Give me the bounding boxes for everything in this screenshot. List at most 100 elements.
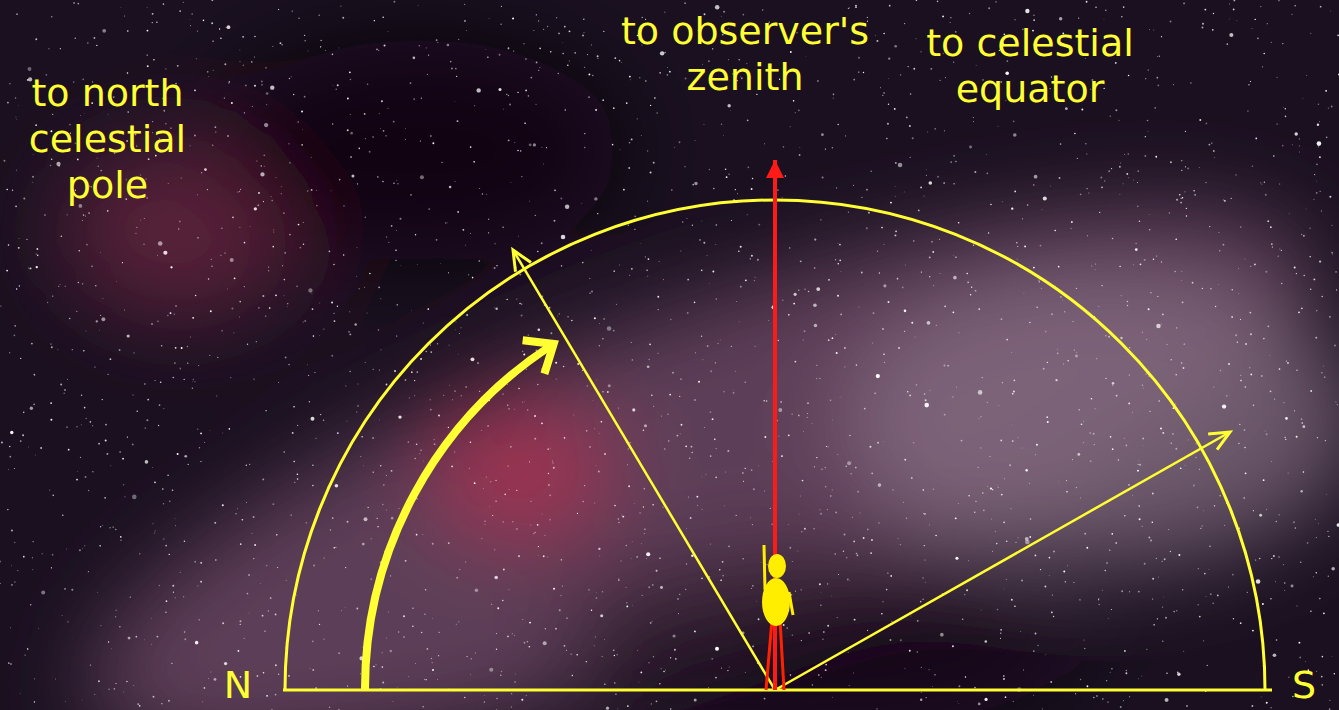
star (526, 695, 527, 696)
star (510, 181, 512, 183)
star (586, 430, 588, 432)
star (320, 40, 321, 41)
star (588, 73, 590, 75)
star (689, 457, 691, 459)
star (1016, 242, 1018, 244)
star (289, 234, 291, 236)
star (782, 300, 783, 301)
star (492, 515, 493, 516)
star (534, 438, 536, 440)
star (238, 650, 240, 652)
star (168, 700, 170, 702)
star (460, 327, 461, 328)
star (827, 625, 829, 627)
star (811, 423, 813, 425)
star (1034, 175, 1038, 179)
star (172, 585, 174, 587)
star (1182, 301, 1184, 303)
star (807, 413, 809, 415)
star (1110, 116, 1111, 117)
star (486, 194, 487, 195)
star (482, 487, 484, 489)
star (684, 166, 685, 167)
star (1030, 518, 1032, 520)
star (512, 521, 513, 522)
star (1086, 1, 1088, 3)
star (715, 476, 717, 478)
star (197, 194, 198, 195)
star (1298, 311, 1300, 313)
star (712, 271, 714, 273)
star (969, 13, 970, 14)
star (11, 530, 13, 532)
star (677, 435, 679, 437)
star (701, 269, 703, 271)
star (998, 405, 999, 406)
star (263, 154, 265, 156)
star (486, 476, 487, 477)
star (88, 212, 90, 214)
star (1335, 401, 1336, 402)
star (391, 517, 394, 520)
star (135, 636, 137, 638)
star (1213, 386, 1215, 388)
star (494, 307, 495, 308)
star (1035, 555, 1037, 557)
star (488, 506, 490, 508)
star (878, 522, 879, 523)
star (457, 353, 459, 355)
star (204, 168, 207, 171)
star (1271, 42, 1272, 43)
star (1128, 402, 1130, 404)
star (348, 331, 350, 333)
star (529, 200, 531, 202)
star (1263, 338, 1265, 340)
star (1261, 375, 1262, 376)
star (849, 435, 850, 436)
star (1074, 350, 1075, 351)
star (518, 388, 519, 389)
star (1294, 267, 1296, 269)
star (1025, 9, 1029, 13)
star (271, 709, 273, 710)
star (124, 15, 126, 17)
star (584, 133, 585, 134)
star (747, 119, 749, 121)
star (1029, 482, 1031, 484)
star (297, 425, 298, 426)
star (615, 694, 616, 695)
star (898, 347, 900, 349)
star (239, 49, 241, 51)
star (641, 543, 643, 545)
star (88, 571, 89, 572)
star (848, 211, 849, 212)
star (1284, 590, 1285, 591)
star (192, 317, 194, 319)
star (285, 580, 287, 582)
star (414, 458, 416, 460)
star (857, 491, 859, 493)
star (720, 579, 722, 581)
star (1001, 318, 1003, 320)
star (1212, 602, 1213, 603)
star (1003, 588, 1005, 590)
star (1270, 390, 1272, 392)
star (483, 694, 485, 696)
star (1282, 564, 1284, 566)
star (221, 330, 222, 331)
star (1260, 6, 1261, 7)
star (561, 235, 566, 240)
star (1315, 537, 1317, 539)
star (858, 307, 859, 308)
star (559, 313, 560, 314)
star (506, 299, 507, 300)
star (508, 95, 509, 96)
star (391, 470, 393, 472)
star (967, 282, 969, 284)
star (496, 633, 497, 634)
star (1193, 485, 1195, 487)
star (533, 533, 535, 535)
star (1003, 675, 1005, 677)
star (543, 555, 545, 557)
star (616, 303, 618, 305)
